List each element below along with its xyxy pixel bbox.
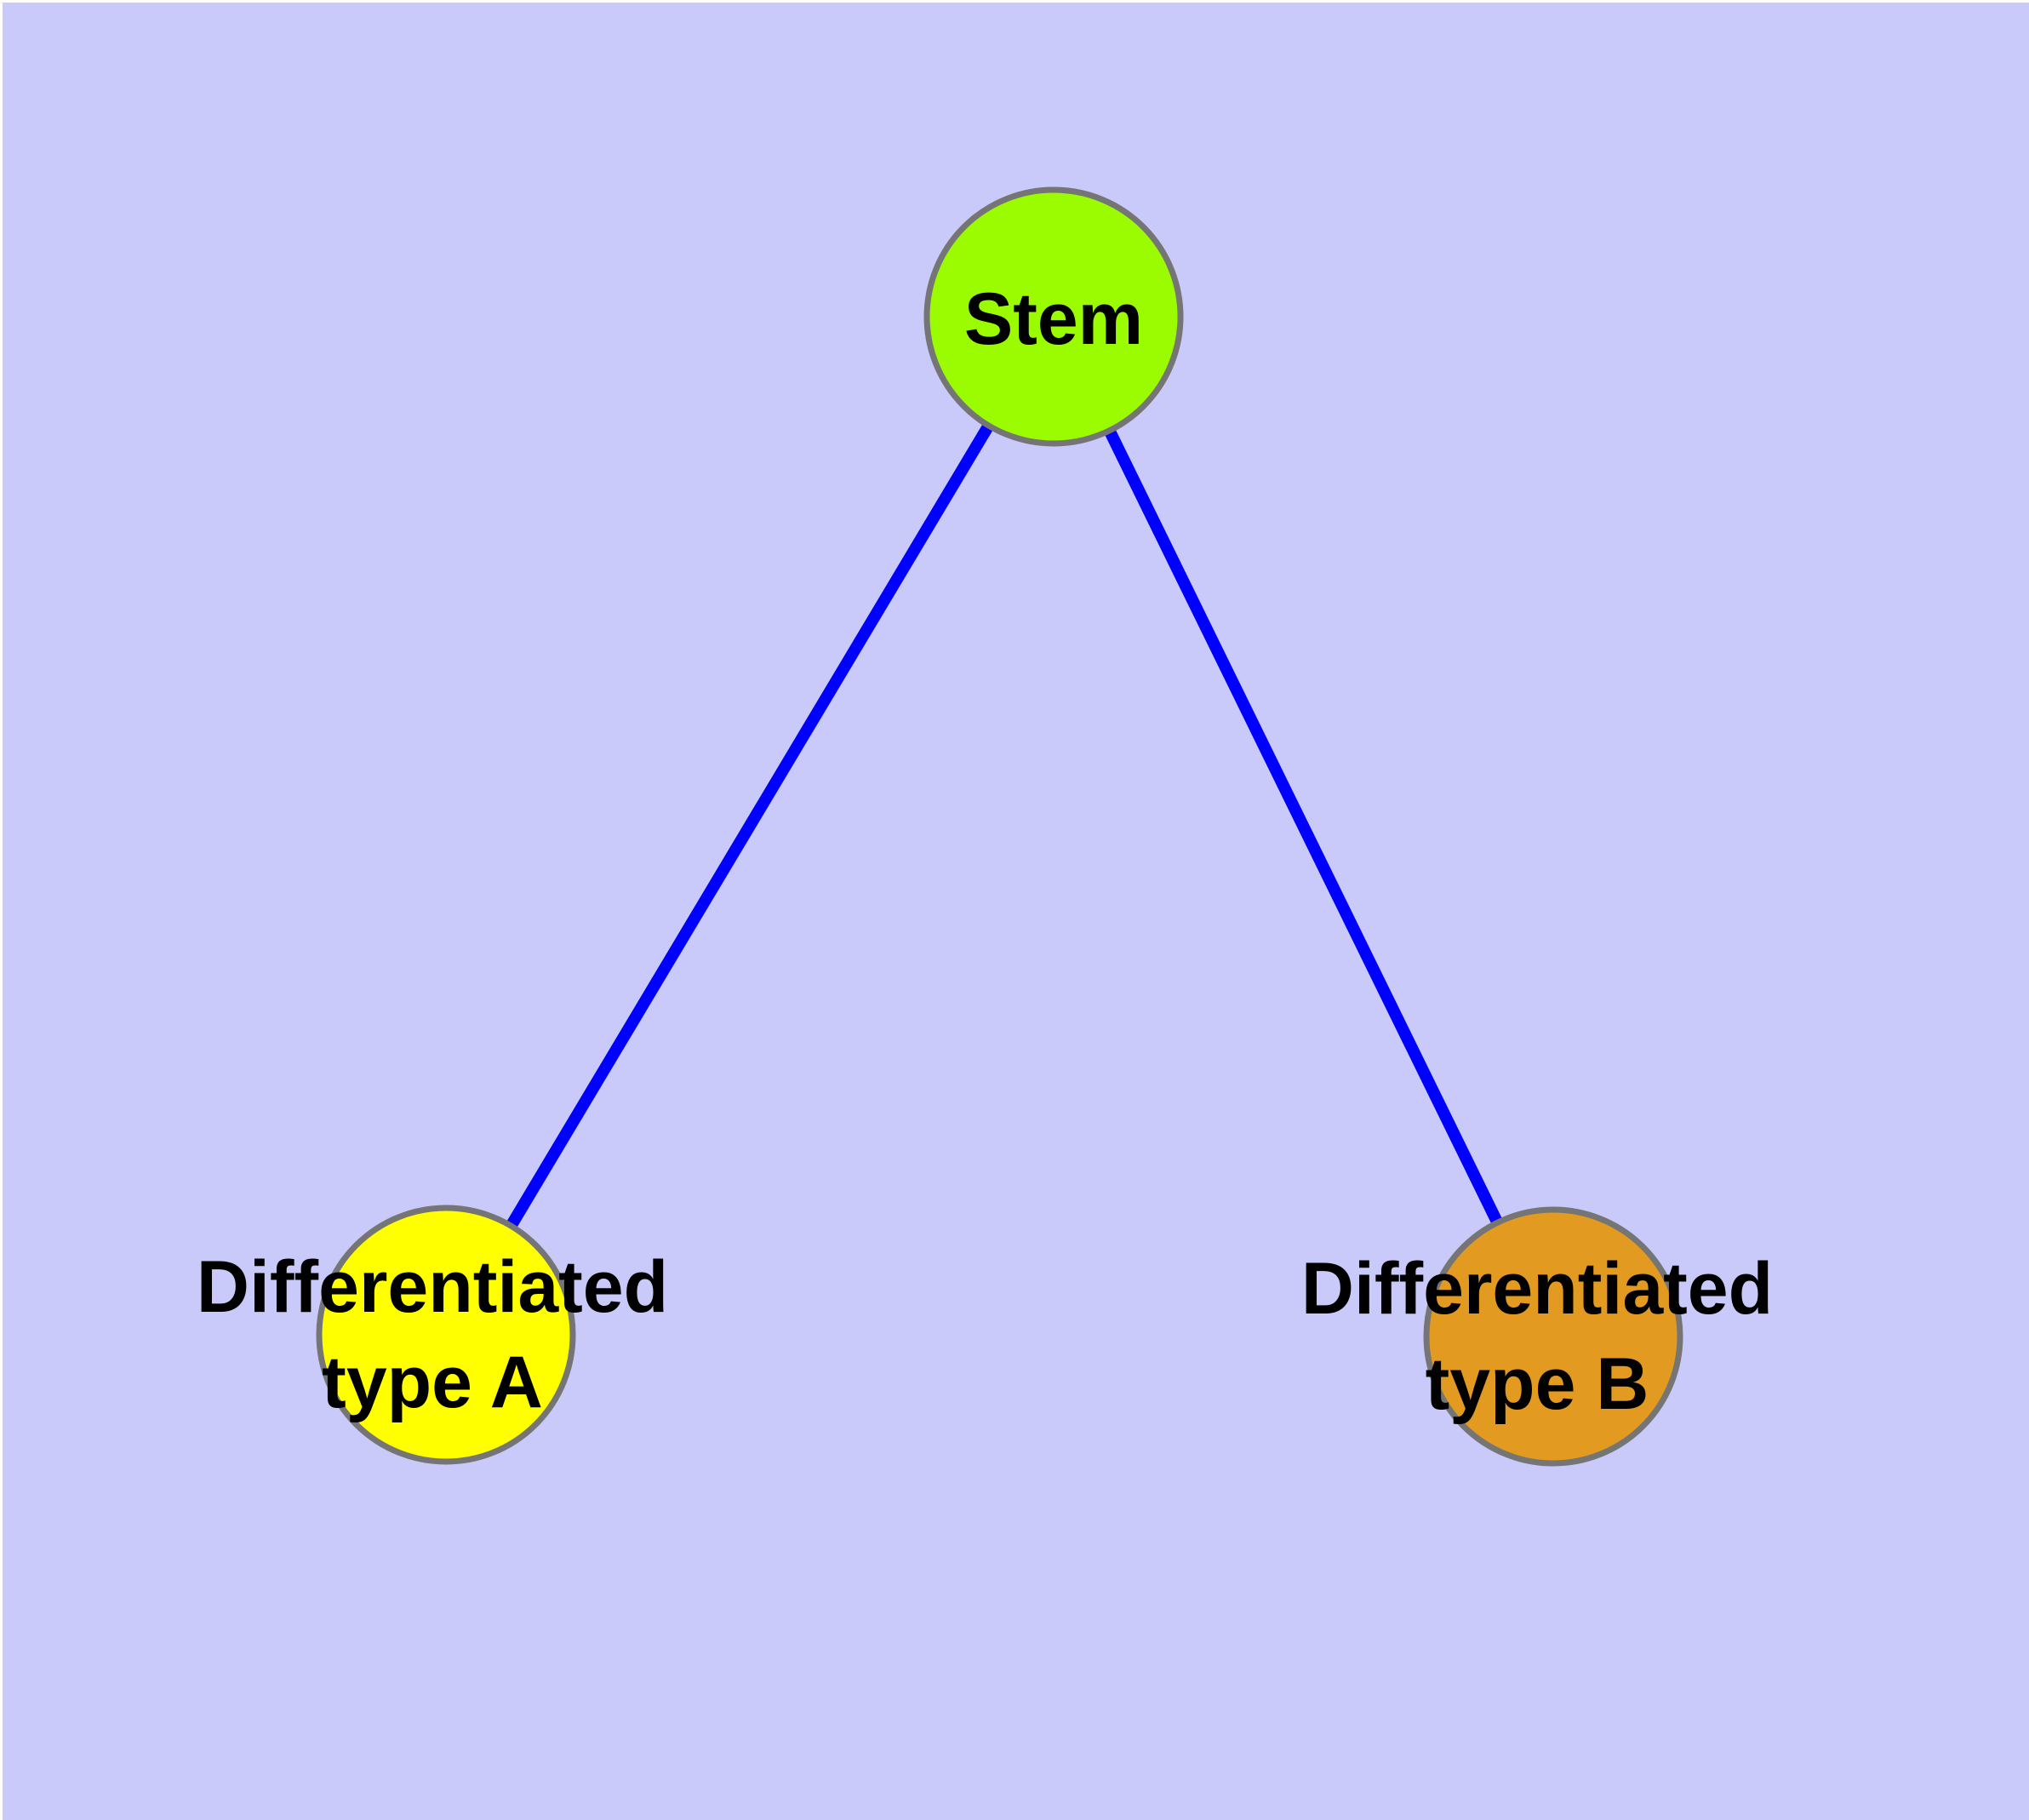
- node-stem-circle: [923, 186, 1184, 447]
- node-differentiated-type-b-circle: [1423, 1206, 1683, 1467]
- node-differentiated-type-a-circle: [316, 1205, 576, 1465]
- edge-stem-to-type-a: [440, 313, 1060, 1338]
- edge-stem-to-type-b: [1048, 313, 1559, 1340]
